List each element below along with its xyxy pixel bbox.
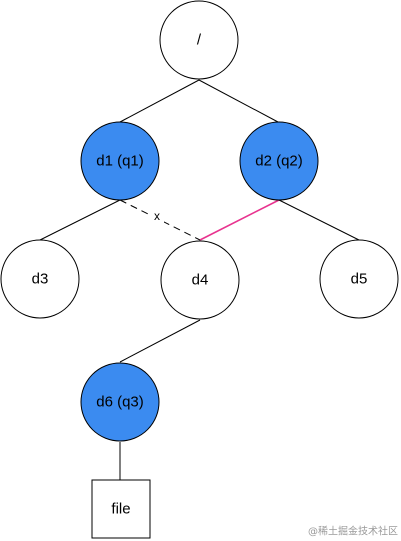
node-d5: d5 (319, 239, 399, 319)
node-root-label: / (197, 32, 202, 49)
node-d3: d3 (0, 239, 80, 319)
edge-d2-d5 (278, 199, 360, 241)
node-d1: d1 (q1) (80, 121, 160, 201)
broken-edge-marker: x (154, 209, 160, 223)
watermark: @稀土掘金技术社区 (308, 525, 398, 538)
edge-root-d2 (198, 79, 279, 123)
edge-d1-d4-dashed (119, 199, 201, 241)
node-d6: d6 (q3) (80, 362, 160, 442)
node-file: file (91, 479, 151, 539)
edge-d2-d4-pink (199, 199, 280, 241)
node-root: / (159, 0, 239, 80)
edge-d4-d6 (119, 319, 201, 363)
node-d6-label: d6 (q3) (96, 394, 144, 411)
broken-marker-bg (150, 210, 164, 224)
node-d5-label: d5 (351, 271, 368, 288)
node-file-label: file (111, 501, 130, 518)
node-d2: d2 (q2) (239, 121, 319, 201)
node-d1-label: d1 (q1) (96, 153, 144, 170)
node-d4-label: d4 (192, 272, 209, 289)
node-d3-label: d3 (32, 271, 49, 288)
node-d4: d4 (160, 240, 240, 320)
edge-root-d1 (119, 79, 200, 123)
node-d2-label: d2 (q2) (255, 153, 303, 170)
edge-d1-d3 (39, 199, 121, 241)
